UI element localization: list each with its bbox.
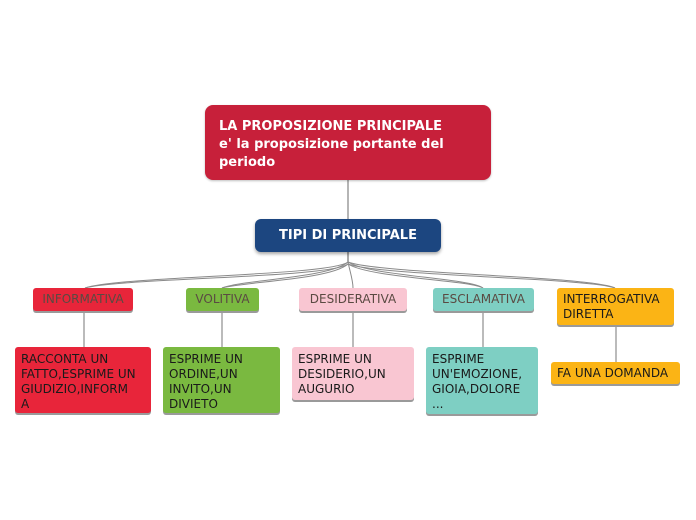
leaf-text-line: GIOIA,DOLORE bbox=[432, 382, 521, 396]
category-esclamativa[interactable]: ESCLAMATIVA bbox=[433, 288, 534, 311]
leaf-text-line: ESPRIME bbox=[432, 352, 485, 366]
leaf-text-line: ORDINE,UN bbox=[169, 367, 238, 381]
leaf-volitiva[interactable]: ESPRIME UN ORDINE,UN INVITO,UN DIVIETO bbox=[163, 347, 280, 413]
leaf-desiderativa[interactable]: ESPRIME UN DESIDERIO,UN AUGURIO bbox=[292, 347, 414, 400]
leaf-esclamativa[interactable]: ESPRIME UN'EMOZIONE, GIOIA,DOLORE ... bbox=[426, 347, 538, 414]
leaf-text-line: FATTO,ESPRIME UN bbox=[21, 367, 136, 381]
category-label-line1: INTERROGATIVA bbox=[563, 292, 660, 306]
leaf-text-line: GIUDIZIO,INFORM bbox=[21, 382, 128, 396]
root-title: LA PROPOSIZIONE PRINCIPALE bbox=[219, 119, 443, 134]
category-volitiva[interactable]: VOLITIVA bbox=[186, 288, 259, 311]
leaf-text-line: RACCONTA UN bbox=[21, 352, 109, 366]
category-label: INFORMATIVA bbox=[42, 292, 124, 306]
root-node[interactable]: LA PROPOSIZIONE PRINCIPALE e' la proposi… bbox=[205, 105, 491, 180]
category-label: VOLITIVA bbox=[195, 292, 250, 306]
category-interrogativa-diretta[interactable]: INTERROGATIVA DIRETTA bbox=[557, 288, 674, 325]
category-informativa[interactable]: INFORMATIVA bbox=[33, 288, 133, 311]
category-label-line2: DIRETTA bbox=[563, 307, 614, 321]
leaf-text-line: ESPRIME UN bbox=[169, 352, 243, 366]
leaf-text-line: ... bbox=[432, 397, 444, 411]
root-subtitle-line1: e' la proposizione portante del bbox=[219, 137, 444, 152]
leaf-text-line: DESIDERIO,UN bbox=[298, 367, 386, 381]
leaf-text-line: A bbox=[21, 397, 30, 411]
leaf-text-line: INVITO,UN bbox=[169, 382, 232, 396]
leaf-text-line: ESPRIME UN bbox=[298, 352, 372, 366]
leaf-text-line: UN'EMOZIONE, bbox=[432, 367, 523, 381]
hub-node-tipi-di-principale[interactable]: TIPI DI PRINCIPALE bbox=[255, 219, 441, 252]
category-desiderativa[interactable]: DESIDERATIVA bbox=[299, 288, 407, 311]
category-label: ESCLAMATIVA bbox=[442, 292, 525, 306]
leaf-text-line: FA UNA DOMANDA bbox=[557, 366, 669, 380]
leaf-informativa[interactable]: RACCONTA UN FATTO,ESPRIME UN GIUDIZIO,IN… bbox=[15, 347, 151, 413]
leaf-text-line: AUGURIO bbox=[298, 382, 355, 396]
root-subtitle-line2: periodo bbox=[219, 155, 276, 170]
hub-label: TIPI DI PRINCIPALE bbox=[279, 228, 417, 243]
category-label: DESIDERATIVA bbox=[309, 292, 397, 306]
leaf-text-line: DIVIETO bbox=[169, 397, 218, 411]
leaf-interrogativa-diretta[interactable]: FA UNA DOMANDA bbox=[551, 362, 680, 384]
